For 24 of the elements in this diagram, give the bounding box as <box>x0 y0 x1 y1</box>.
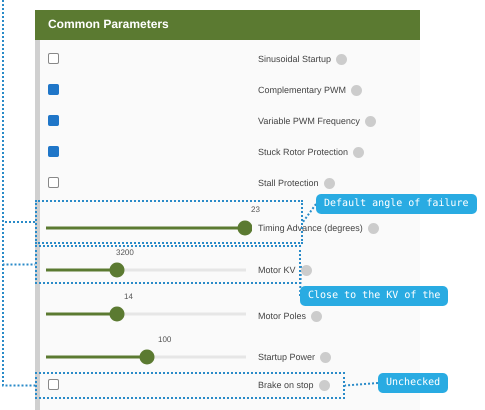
slider-value: 23 <box>251 205 260 215</box>
setting-label: Motor KV <box>258 264 296 276</box>
connector-line <box>344 382 378 386</box>
panel-title: Common Parameters <box>48 17 169 31</box>
connector-line <box>302 203 317 223</box>
connector-line <box>299 264 302 296</box>
setting-label: Brake on stop <box>258 379 314 391</box>
setting-label: Startup Power <box>258 351 316 363</box>
setting-label: Stuck Rotor Protection <box>258 146 348 158</box>
setting-label: Stall Protection <box>258 177 319 189</box>
setting-label: Sinusoidal Startup <box>258 53 332 65</box>
callout-label: Default angle of failure <box>316 194 476 214</box>
callout-label: Unchecked <box>378 373 448 393</box>
slider-value: 14 <box>124 292 133 302</box>
connector-line <box>2 0 35 386</box>
setting-label: Timing Advance (degrees) <box>258 222 363 234</box>
highlight-box <box>35 245 301 284</box>
setting-label: Motor Poles <box>258 310 306 322</box>
callout-label: Close to the KV of the <box>300 286 448 306</box>
setting-label: Complementary PWM <box>258 84 346 96</box>
slider-value: 3200 <box>116 248 134 258</box>
slider-value: 100 <box>158 335 172 345</box>
setting-label: Variable PWM Frequency <box>258 115 360 127</box>
highlight-box <box>35 372 345 399</box>
